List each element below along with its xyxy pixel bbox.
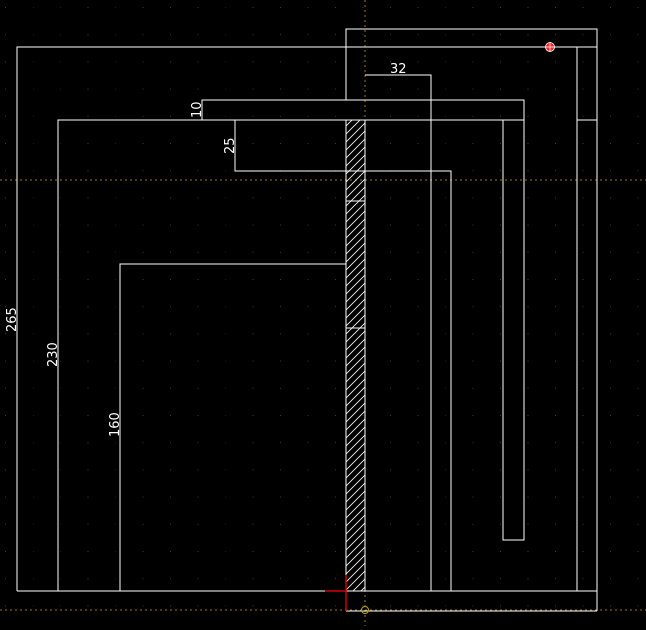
shelf-10[interactable]	[201, 99, 525, 120]
dim-32-box[interactable]	[365, 74, 432, 591]
shelf-drop[interactable]	[502, 120, 525, 541]
base-point-marker[interactable]	[361, 606, 369, 614]
inner-frame-25[interactable]	[234, 120, 452, 591]
dim-160-label: 160	[108, 412, 123, 437]
hatched-post[interactable]	[345, 119, 366, 592]
snap-marker-icon[interactable]	[545, 42, 555, 52]
inner-frame-160[interactable]	[119, 263, 346, 591]
dim-25-label: 25	[223, 137, 238, 154]
dim-265-label: 265	[5, 307, 20, 332]
dim-32-label: 32	[390, 62, 407, 77]
outer-frame[interactable]	[16, 46, 578, 591]
dim-10-label: 10	[190, 101, 205, 118]
middle-frame[interactable]	[57, 119, 346, 591]
dim-230-label: 230	[46, 342, 61, 367]
